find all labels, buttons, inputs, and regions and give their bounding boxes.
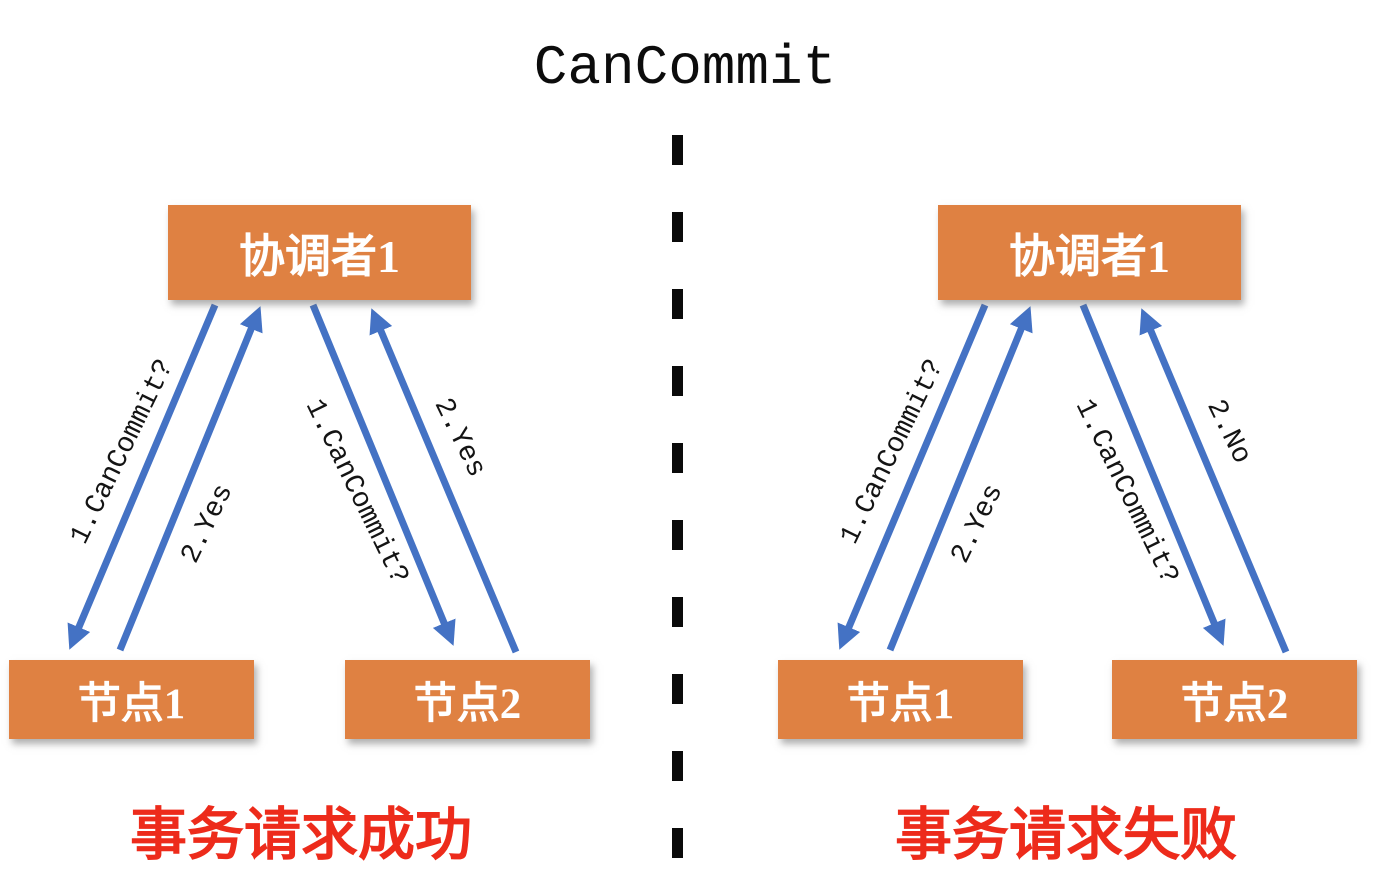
right-node2-box: 节点2 (1112, 660, 1357, 739)
arrow-left-node1-to-coordinator (116, 306, 263, 652)
dashed-divider-line (672, 135, 683, 877)
arrow-right-node1-to-coordinator (886, 306, 1033, 652)
left-node1-reply-label: 2.Yes (175, 479, 241, 569)
arrow-right-node2-to-coordinator (1139, 308, 1290, 654)
left-node2-box: 节点2 (345, 660, 590, 739)
left-coordinator-box: 协调者1 (168, 205, 471, 300)
left-node1-box: 节点1 (9, 660, 254, 739)
right-node1-box: 节点1 (778, 660, 1023, 739)
right-node2-reply-label: 2.No (1199, 394, 1257, 470)
right-node1-request-label: 1.CanCommit? (834, 354, 952, 550)
left-panel-caption: 事务请求成功 (130, 804, 472, 867)
right-node1-reply-label: 2.Yes (945, 479, 1011, 569)
right-panel-caption: 事务请求失败 (895, 804, 1237, 867)
right-coordinator-box: 协调者1 (938, 205, 1241, 300)
left-node2-request-label: 1.CanCommit? (297, 394, 415, 590)
left-node2-reply-label: 2.Yes (426, 393, 492, 483)
right-node2-request-label: 1.CanCommit? (1067, 394, 1185, 590)
left-node1-request-label: 1.CanCommit? (64, 354, 182, 550)
arrow-left-node2-to-coordinator (369, 308, 520, 654)
diagram-title: CanCommit (533, 36, 837, 100)
